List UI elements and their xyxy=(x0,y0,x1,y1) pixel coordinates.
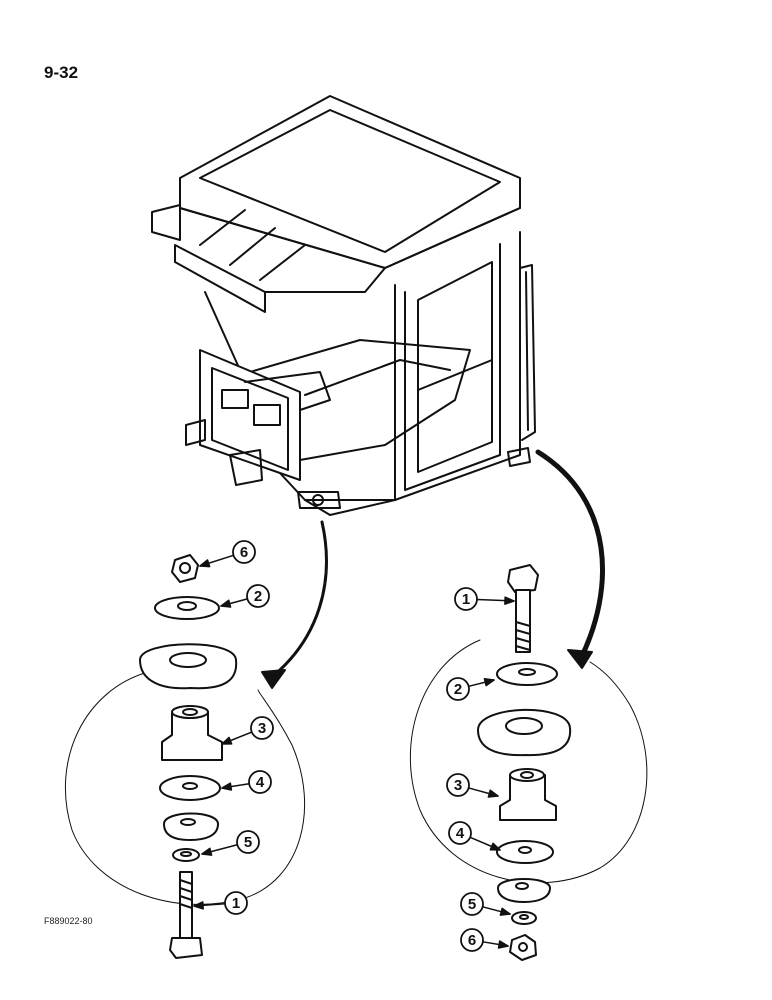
left-leader-curve xyxy=(266,520,328,682)
right-callout-circle-3 xyxy=(446,773,470,797)
left-callout-number-3: 3 xyxy=(258,720,266,737)
left-callout-circle-2 xyxy=(246,584,270,608)
callouts: 6 2 3 4 5 1 1 2 3 4 5 6 xyxy=(193,540,515,952)
right-callout-number-1: 1 xyxy=(462,591,470,608)
left-callout-number-5: 5 xyxy=(244,834,252,851)
right-callout-arrow-5 xyxy=(499,907,511,916)
left-detail-circle xyxy=(64,671,305,905)
left-callout-circle-1 xyxy=(232,540,256,564)
left-callout-circle-6 xyxy=(224,891,248,915)
right-callout-circle-5 xyxy=(460,892,484,916)
left-leader-tip xyxy=(261,669,286,689)
right-callout-arrow-2 xyxy=(483,678,495,687)
right-callout-number-5: 5 xyxy=(468,896,476,913)
right-leader-tip xyxy=(567,649,593,669)
right-callout-arrow-6 xyxy=(497,940,509,949)
left-callout-number-4: 4 xyxy=(256,774,265,791)
right-leader-curve xyxy=(535,449,605,663)
right-callout-circle-2 xyxy=(446,677,470,701)
cab-illustration xyxy=(151,95,536,516)
right-callout-number-3: 3 xyxy=(454,777,462,794)
left-callout-arrow-5 xyxy=(201,847,213,856)
right-callout-number-6: 6 xyxy=(468,932,476,949)
left-callout-circle-4 xyxy=(248,770,272,794)
figure-code: F889022-80 xyxy=(44,916,93,926)
right-callout-circle-4 xyxy=(448,821,472,845)
left-callout-arrow-1 xyxy=(199,559,211,568)
left-callout-arrow-2 xyxy=(220,599,232,608)
right-callout-circle-6 xyxy=(460,928,484,952)
left-callout-arrow-3 xyxy=(221,736,233,745)
left-callout-arrow-6 xyxy=(193,901,204,910)
left-callout-number-1: 6 xyxy=(240,544,248,561)
left-callout-circle-3 xyxy=(250,716,274,740)
right-callout-number-4: 4 xyxy=(456,825,465,842)
right-detail-circle xyxy=(409,639,648,884)
right-callout-arrow-1 xyxy=(504,596,515,605)
left-callout-arrow-4 xyxy=(221,782,233,791)
page-number: 9-32 xyxy=(44,63,79,82)
right-callout-arrow-3 xyxy=(487,789,499,798)
left-mount-stack xyxy=(139,554,238,959)
left-callout-circle-5 xyxy=(236,830,260,854)
right-callout-circle-1 xyxy=(454,587,478,611)
right-callout-number-2: 2 xyxy=(454,681,462,698)
left-callout-number-6: 1 xyxy=(232,895,240,912)
right-callout-arrow-4 xyxy=(489,842,501,851)
right-mount-stack xyxy=(477,564,572,961)
left-callout-number-2: 2 xyxy=(254,588,262,605)
